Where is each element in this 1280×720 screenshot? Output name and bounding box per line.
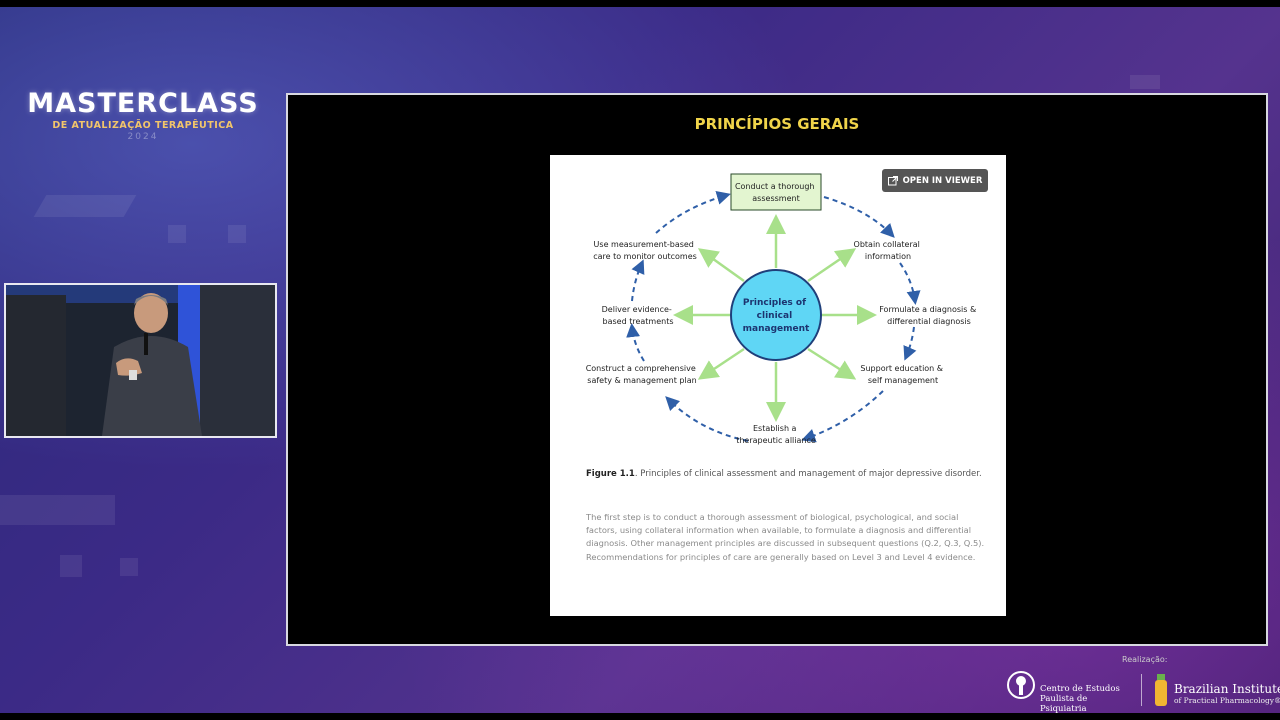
cycle-arrow — [903, 326, 917, 361]
top-node-box — [730, 173, 822, 211]
decor-shape — [60, 555, 82, 577]
logo-subtitle: DE ATUALIZAÇÃO TERAPÊUTICA — [52, 120, 234, 131]
caption-label: Figure 1.1 — [586, 469, 635, 479]
letterbox-bottom — [0, 713, 1280, 720]
node-lower-left-label: Construct a comprehensive safety & manag… — [586, 364, 699, 385]
radial-arrow — [697, 248, 745, 283]
pill-bottle-icon — [1155, 674, 1167, 706]
open-in-viewer-button[interactable]: OPEN IN VIEWER — [882, 169, 988, 192]
cepp-name: Centro de Estudos Paulista de Psiquiatri… — [1040, 684, 1136, 714]
cepp-emblem-icon — [1007, 671, 1035, 699]
cepp-logo: Centro de Estudos Paulista de Psiquiatri… — [1006, 670, 1136, 714]
center-label: Principles of clinical management — [743, 298, 810, 334]
decor-shape — [33, 195, 137, 217]
center-line: clinical — [757, 311, 793, 321]
cycle-arrow — [823, 196, 895, 238]
realizacao-label: Realização: — [1122, 655, 1168, 664]
radial-arrow — [807, 248, 857, 283]
external-link-icon — [887, 175, 898, 185]
decor-shape — [120, 558, 138, 576]
speaker-video-frame — [6, 285, 275, 436]
bipp-subtitle: of Practical Pharmacology® — [1174, 696, 1280, 705]
speaker-webcam — [4, 283, 277, 438]
decor-shape — [228, 225, 246, 243]
node-bottom-label: Establish a therapeutic alliance — [736, 424, 816, 445]
center-line: Principles of — [743, 298, 806, 308]
cycle-arrow — [665, 396, 749, 442]
event-logo: MASTERCLASS DE ATUALIZAÇÃO TERAPÊUTICA 2… — [18, 88, 268, 158]
figure-body-text: The first step is to conduct a thorough … — [586, 512, 985, 562]
node-lower-right-label: Support education & self management — [860, 364, 945, 385]
bipp-name: Brazilian Institute — [1174, 682, 1280, 696]
decor-shape — [168, 225, 186, 243]
center-line: management — [743, 324, 810, 334]
caption-text: . Principles of clinical assessment and … — [634, 469, 982, 479]
cycle-arrows — [626, 191, 921, 443]
radial-arrow — [697, 347, 745, 380]
decor-shape — [0, 495, 115, 525]
cycle-arrow — [655, 191, 731, 234]
cycle-arrow — [899, 262, 921, 305]
node-left-label: Deliver evidence- based treatments — [602, 305, 675, 326]
logo-year: 2024 — [127, 132, 159, 142]
radial-arrow — [807, 347, 857, 380]
letterbox-top — [0, 0, 1280, 7]
cycle-arrow — [626, 323, 645, 362]
node-upper-right-label: Obtain collateral information — [854, 240, 923, 261]
node-right-label: Formulate a diagnosis & differential dia… — [879, 305, 979, 326]
node-top-label: Conduct a thorough assessment — [735, 182, 817, 203]
figure-caption: Figure 1.1. Principles of clinical asses… — [586, 465, 986, 483]
footer-divider — [1141, 674, 1142, 706]
cycle-arrow — [801, 390, 884, 443]
presentation-slide: PRINCÍPIOS GERAIS — [286, 93, 1268, 646]
node-upper-left-label: Use measurement-based care to monitor ou… — [593, 240, 697, 261]
cycle-arrow — [631, 259, 645, 302]
slide-title: PRINCÍPIOS GERAIS — [694, 115, 860, 133]
cepp-line2: Paulista de Psiquiatria — [1040, 694, 1088, 714]
document-panel: Principles of clinical management Conduc… — [550, 155, 1006, 616]
open-in-viewer-label: OPEN IN VIEWER — [902, 175, 983, 186]
decor-shape — [1130, 75, 1160, 89]
bipp-logo: Brazilian Institute of Practical Pharmac… — [1154, 672, 1280, 710]
logo-title: MASTERCLASS — [27, 88, 259, 119]
clinical-management-diagram: Principles of clinical management Conduc… — [586, 173, 979, 445]
radial-arrows — [673, 214, 877, 422]
center-circle — [730, 269, 822, 361]
cepp-line1: Centro de Estudos — [1040, 684, 1120, 694]
